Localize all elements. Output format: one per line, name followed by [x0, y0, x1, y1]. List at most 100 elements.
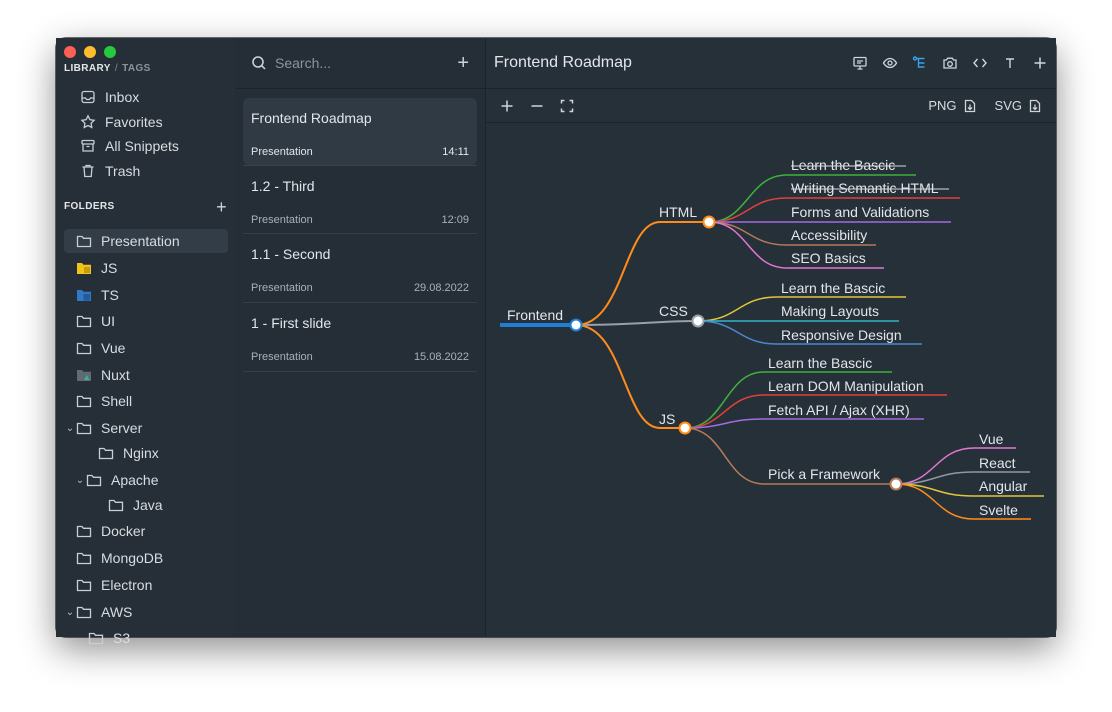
mindmap-node-js-child[interactable]: Pick a Framework: [768, 466, 881, 482]
library-tabs: LIBRARY/TAGS: [64, 63, 151, 74]
mindmap-node-js[interactable]: JS: [659, 411, 675, 427]
mindmap-node-html-child[interactable]: SEO Basics: [791, 250, 866, 266]
search-input[interactable]: Search...: [275, 55, 332, 71]
library-item-trash[interactable]: Trash: [80, 160, 140, 182]
code-icon[interactable]: [972, 55, 988, 71]
mindmap-toolbar: PNG SVG: [486, 89, 1056, 123]
folder-icon: [76, 235, 92, 248]
fit-screen-icon[interactable]: [560, 99, 574, 113]
add-folder-button[interactable]: +: [216, 196, 227, 217]
snippet-item[interactable]: 1.2 - Third Presentation 12:09: [243, 166, 477, 233]
node-toggle[interactable]: [702, 215, 716, 229]
mindmap-node-html-child[interactable]: Writing Semantic HTML: [791, 180, 939, 196]
search-bar: Search... +: [235, 38, 485, 89]
export-png-button[interactable]: PNG: [928, 98, 976, 113]
node-toggle[interactable]: [569, 318, 583, 332]
folder-item-docker[interactable]: Docker: [64, 519, 228, 543]
folders-header: FOLDERS +: [64, 196, 227, 217]
folder-icon: [88, 632, 104, 645]
tab-library[interactable]: LIBRARY: [64, 63, 111, 74]
folder-item-nuxt[interactable]: Nuxt: [64, 363, 228, 387]
folder-item-apache[interactable]: ⌄ Apache: [64, 468, 228, 492]
folder-item-s3[interactable]: S3: [64, 626, 228, 650]
text-format-icon[interactable]: [1002, 55, 1018, 71]
snippet-title-input[interactable]: Frontend Roadmap: [494, 54, 632, 71]
mindmap-node-framework[interactable]: Vue: [979, 431, 1004, 447]
mindmap-canvas[interactable]: Frontend HTML Learn the Bascic Writing S…: [486, 123, 1056, 637]
snippet-time: 29.08.2022: [413, 282, 469, 294]
minimize-window-button[interactable]: [84, 46, 96, 58]
zoom-out-icon[interactable]: [530, 99, 544, 113]
folder-icon: [76, 606, 92, 619]
folder-item-java[interactable]: Java: [64, 493, 228, 517]
export-svg-button[interactable]: SVG: [995, 98, 1042, 113]
library-item-label: Trash: [105, 163, 141, 179]
mindmap-node-root[interactable]: Frontend: [507, 307, 563, 323]
folder-label: Docker: [101, 523, 146, 539]
snippet-item[interactable]: 1 - First slide Presentation 15.08.2022: [243, 303, 477, 370]
folder-label: JS: [101, 260, 118, 276]
snippet-title: Frontend Roadmap: [251, 110, 372, 126]
mindmap-node-html-child[interactable]: Forms and Validations: [791, 204, 929, 220]
snippet-time: 12:09: [441, 214, 469, 226]
folder-item-vue[interactable]: Vue: [64, 336, 228, 360]
mindmap-node-js-child[interactable]: Learn the Bascic: [768, 355, 872, 371]
chevron-down-icon[interactable]: ⌄: [65, 422, 75, 434]
folder-label: Java: [133, 497, 163, 513]
editor-toolbar: [852, 55, 1048, 71]
chevron-down-icon[interactable]: ⌄: [65, 606, 75, 618]
node-toggle[interactable]: [691, 314, 705, 328]
presentation-icon[interactable]: [852, 55, 868, 71]
sidebar: LIBRARY/TAGS Inbox Favorites All Snippet…: [56, 38, 236, 646]
tab-tags[interactable]: TAGS: [122, 63, 151, 74]
mindmap-icon[interactable]: [912, 55, 928, 71]
folder-label: UI: [101, 313, 115, 329]
folder-item-electron[interactable]: Electron: [64, 573, 228, 597]
mindmap-node-css-child[interactable]: Responsive Design: [781, 327, 902, 343]
folder-icon: [76, 342, 92, 355]
folder-item-ui[interactable]: UI: [64, 309, 228, 333]
camera-icon[interactable]: [942, 55, 958, 71]
add-fragment-icon[interactable]: [1032, 55, 1048, 71]
mindmap-node-js-child[interactable]: Fetch API / Ajax (XHR): [768, 402, 910, 418]
folder-icon: [76, 315, 92, 328]
eye-icon[interactable]: [882, 55, 898, 71]
snippet-folder: Presentation: [251, 214, 313, 226]
folder-item-presentation[interactable]: Presentation: [64, 229, 228, 253]
mindmap-node-css-child[interactable]: Learn the Bascic: [781, 280, 885, 296]
mindmap-node-framework[interactable]: Svelte: [979, 502, 1018, 518]
snippet-item[interactable]: Frontend Roadmap Presentation 14:11: [243, 98, 477, 165]
folders-title: FOLDERS: [64, 201, 115, 212]
mindmap-node-html[interactable]: HTML: [659, 204, 697, 220]
divider: [243, 165, 477, 166]
divider: [243, 302, 477, 303]
library-item-inbox[interactable]: Inbox: [80, 86, 139, 108]
chevron-down-icon[interactable]: ⌄: [75, 474, 85, 486]
library-item-all-snippets[interactable]: All Snippets: [80, 135, 179, 157]
node-toggle[interactable]: [889, 477, 903, 491]
add-snippet-button[interactable]: +: [457, 51, 469, 74]
library-item-favorites[interactable]: Favorites: [80, 111, 163, 133]
maximize-window-button[interactable]: [104, 46, 116, 58]
snippet-item[interactable]: 1.1 - Second Presentation 29.08.2022: [243, 234, 477, 301]
node-toggle[interactable]: [678, 421, 692, 435]
folder-item-ts[interactable]: TS: [64, 283, 228, 307]
folder-item-server[interactable]: ⌄ Server: [64, 416, 228, 440]
mindmap-node-css[interactable]: CSS: [659, 303, 688, 319]
snippet-title: 1.2 - Third: [251, 178, 315, 194]
folder-item-mongodb[interactable]: MongoDB: [64, 546, 228, 570]
folder-item-nginx[interactable]: Nginx: [64, 441, 228, 465]
folder-item-shell[interactable]: Shell: [64, 389, 228, 413]
mindmap-node-css-child[interactable]: Making Layouts: [781, 303, 879, 319]
mindmap-node-framework[interactable]: React: [979, 455, 1016, 471]
mindmap-node-html-child[interactable]: Accessibility: [791, 227, 867, 243]
zoom-in-icon[interactable]: [500, 99, 514, 113]
mindmap-node-framework[interactable]: Angular: [979, 478, 1028, 494]
nuxt-folder-icon: [77, 370, 91, 381]
folder-item-js[interactable]: JS: [64, 256, 228, 280]
folder-icon: [76, 525, 92, 538]
mindmap-node-html-child[interactable]: Learn the Bascic: [791, 157, 895, 173]
folder-item-aws[interactable]: ⌄ AWS: [64, 600, 228, 624]
mindmap-node-js-child[interactable]: Learn DOM Manipulation: [768, 378, 924, 394]
close-window-button[interactable]: [64, 46, 76, 58]
